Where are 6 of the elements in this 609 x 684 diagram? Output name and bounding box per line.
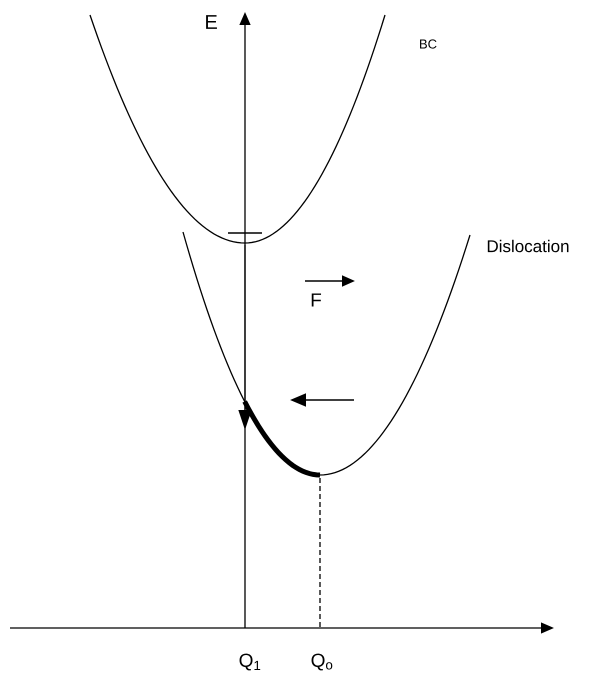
curve-label: BC	[420, 39, 437, 49]
force-label: F	[312, 293, 322, 307]
axis-tick-label: Q$_{1}$	[240, 654, 260, 670]
axis-label: E	[206, 15, 217, 29]
axis-tick-label: Q$_{o}$	[312, 654, 332, 670]
curve-label: Dislocation	[488, 240, 568, 252]
